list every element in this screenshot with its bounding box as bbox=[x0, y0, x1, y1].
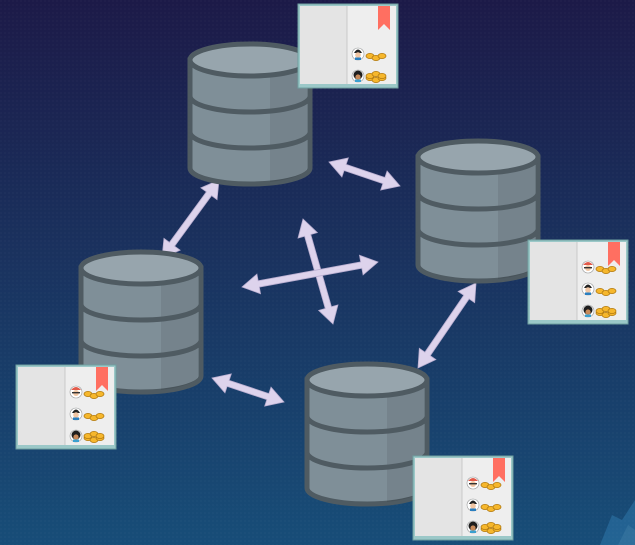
avatar-glasses-icon bbox=[69, 385, 83, 399]
avatar-glasses-icon bbox=[581, 260, 595, 274]
avatar-blond-icon bbox=[581, 282, 595, 296]
coin-stack-icon bbox=[365, 53, 387, 62]
bookmark-icon bbox=[493, 458, 505, 482]
database-right-ledger bbox=[527, 239, 629, 325]
sync-arrow bbox=[328, 157, 401, 191]
database-bottom-ledger bbox=[412, 455, 514, 541]
arrow-layer bbox=[161, 157, 477, 407]
database-left-ledger bbox=[15, 364, 117, 450]
coin-stack-icon bbox=[480, 481, 502, 490]
coin-stack-icon bbox=[595, 305, 617, 318]
node-layer bbox=[15, 3, 629, 541]
bookmark-icon bbox=[96, 367, 108, 391]
coin-stack-icon bbox=[595, 287, 617, 296]
coin-stack-icon bbox=[480, 503, 502, 512]
bookmark-icon bbox=[608, 242, 620, 266]
bookmark-icon bbox=[378, 6, 390, 30]
sync-arrow bbox=[417, 282, 477, 369]
coin-stack-icon bbox=[595, 265, 617, 274]
database-top-ledger bbox=[297, 3, 399, 89]
database-right-cylinder bbox=[415, 138, 541, 284]
sync-arrow bbox=[241, 254, 379, 295]
database-top-cylinder bbox=[187, 41, 313, 187]
sync-arrow bbox=[211, 373, 285, 407]
avatar-dark-icon bbox=[466, 520, 480, 534]
database-bottom-cylinder bbox=[304, 361, 430, 507]
database-left-cylinder bbox=[78, 249, 204, 395]
coin-stack-icon bbox=[83, 412, 105, 421]
coin-stack-icon bbox=[83, 430, 105, 443]
corner-leaf-decoration bbox=[600, 500, 635, 545]
avatar-blond-icon bbox=[351, 47, 365, 61]
avatar-glasses-icon bbox=[466, 476, 480, 490]
avatar-dark-icon bbox=[581, 304, 595, 318]
coin-stack-icon bbox=[480, 522, 502, 535]
avatar-blond-icon bbox=[69, 407, 83, 421]
coin-stack-icon bbox=[365, 71, 387, 84]
avatar-dark-icon bbox=[69, 429, 83, 443]
avatar-dark-icon bbox=[351, 69, 365, 83]
coin-stack-icon bbox=[83, 390, 105, 399]
avatar-blond-icon bbox=[466, 498, 480, 512]
